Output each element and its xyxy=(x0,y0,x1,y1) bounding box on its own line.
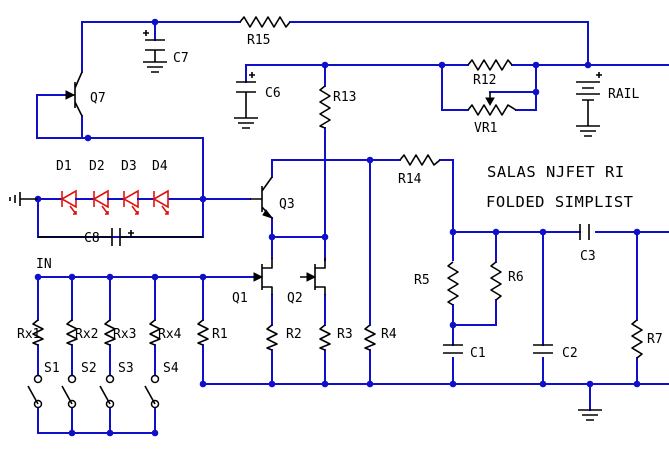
label-c7: C7 xyxy=(173,51,189,66)
switch-s4 xyxy=(144,374,160,409)
resistor-rx3 xyxy=(104,319,116,346)
label-r12: R12 xyxy=(473,73,496,88)
led-d2 xyxy=(75,189,109,215)
label-r1: R1 xyxy=(212,327,228,342)
resistor-r14 xyxy=(399,154,441,166)
title-line-2: FOLDED SIMPLIST xyxy=(486,193,633,211)
label-d4: D4 xyxy=(152,159,168,174)
ground-bottom xyxy=(578,409,602,421)
label-q2: Q2 xyxy=(287,291,303,306)
label-r3: R3 xyxy=(337,327,353,342)
label-vr1: VR1 xyxy=(474,121,497,136)
label-d3: D3 xyxy=(121,159,137,174)
label-s2: S2 xyxy=(81,361,97,376)
label-c1: C1 xyxy=(470,346,486,361)
capacitor-c8 xyxy=(38,228,203,246)
label-r15: R15 xyxy=(247,33,270,48)
label-s1: S1 xyxy=(44,361,60,376)
label-c2: C2 xyxy=(562,346,578,361)
label-r4: R4 xyxy=(381,327,397,342)
capacitor-c3 xyxy=(579,224,590,240)
input-label: IN xyxy=(36,257,52,272)
resistor-r1 xyxy=(197,319,209,346)
battery-rail xyxy=(576,72,602,137)
switch-s2 xyxy=(61,374,77,409)
label-s4: S4 xyxy=(163,361,179,376)
resistor-rx2 xyxy=(66,319,78,346)
label-rx1: Rx1 xyxy=(17,327,40,342)
capacitor-c6 xyxy=(234,72,258,129)
potentiometer-vr1 xyxy=(467,92,517,116)
label-c6: C6 xyxy=(265,86,281,101)
label-d2: D2 xyxy=(89,159,105,174)
label-rx4: Rx4 xyxy=(158,327,182,342)
jfet-q2 xyxy=(300,258,326,295)
transistor-q7 xyxy=(65,71,83,117)
resistor-r12 xyxy=(467,59,513,71)
resistor-r5 xyxy=(447,261,459,306)
resistor-r2 xyxy=(266,324,278,351)
label-r14: R14 xyxy=(398,172,422,187)
label-rx2: Rx2 xyxy=(75,327,98,342)
jfet-q1 xyxy=(253,258,273,295)
label-c8: C8 xyxy=(84,231,100,246)
label-c3: C3 xyxy=(580,249,596,264)
capacitor-c7 xyxy=(143,30,167,73)
resistor-r13 xyxy=(319,85,331,129)
resistor-r15 xyxy=(239,16,291,28)
label-s3: S3 xyxy=(118,361,134,376)
switch-s3 xyxy=(99,374,115,409)
resistor-r3 xyxy=(319,324,331,351)
resistor-r6 xyxy=(490,261,502,301)
capacitor-c2 xyxy=(533,344,553,354)
led-d4 xyxy=(137,189,169,215)
resistor-r7 xyxy=(631,319,643,359)
label-rx3: Rx3 xyxy=(113,327,136,342)
led-d3 xyxy=(107,189,139,215)
label-r5: R5 xyxy=(414,273,430,288)
resistor-rx4 xyxy=(149,319,161,346)
label-rail: RAIL xyxy=(608,87,639,102)
label-q7: Q7 xyxy=(90,91,106,106)
label-r7: R7 xyxy=(647,332,663,347)
led-d1 xyxy=(57,189,77,215)
switch-s1 xyxy=(27,374,43,409)
label-r13: R13 xyxy=(333,90,356,105)
junction-dots xyxy=(34,18,641,437)
resistor-r4 xyxy=(364,324,376,351)
label-d1: D1 xyxy=(56,159,72,174)
ground-left xyxy=(9,192,38,206)
resistor-rx1 xyxy=(32,319,44,346)
label-r6: R6 xyxy=(508,270,524,285)
capacitor-c1 xyxy=(443,344,463,354)
title-line-1: SALAS NJFET RI xyxy=(487,163,625,181)
label-r2: R2 xyxy=(286,327,302,342)
transistor-q3 xyxy=(250,176,274,219)
label-q1: Q1 xyxy=(232,291,248,306)
label-q3: Q3 xyxy=(279,197,295,212)
